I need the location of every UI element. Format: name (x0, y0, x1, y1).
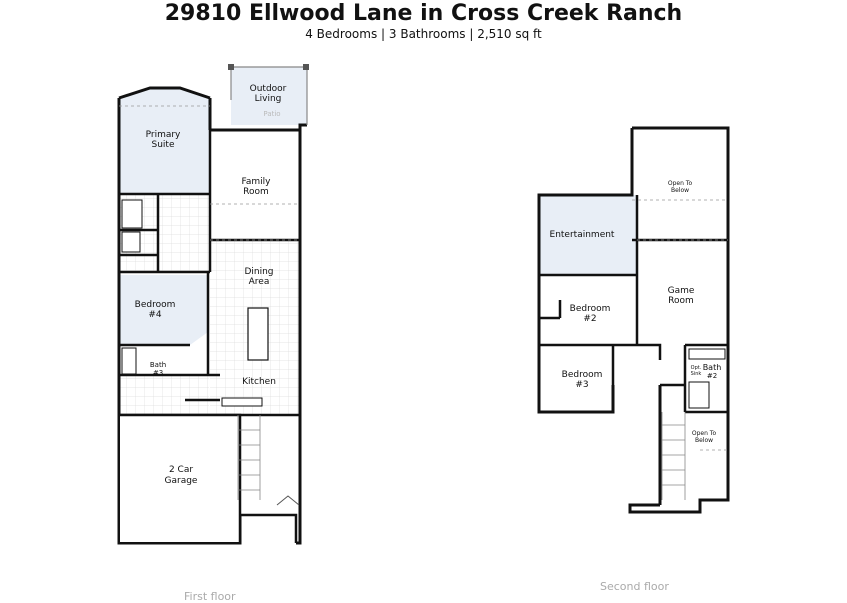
primary-suite-area (119, 88, 210, 194)
second-floor-outer-wall (537, 126, 730, 514)
garage-label-2: Garage (165, 476, 198, 486)
first-floor-plan (117, 64, 309, 545)
kitchen-label: Kitchen (242, 377, 276, 387)
outdoor-living-label-2: Living (255, 94, 282, 104)
porch-roof (276, 495, 300, 506)
bedroom4-label-2: #4 (148, 310, 162, 320)
dining-area-label-1: Dining (244, 267, 273, 277)
open-below-top-label-1: Open To (668, 180, 693, 187)
bedroom4-label-1: Bedroom (135, 300, 176, 310)
first-floor-stairs (237, 415, 261, 500)
second-floor-caption: Second floor (600, 580, 669, 593)
outdoor-post-2 (303, 64, 309, 70)
outdoor-post-1 (228, 64, 234, 70)
second-floor-ceiling-lines (632, 199, 728, 451)
bath3-label-1: Bath (150, 361, 166, 369)
page-title: 29810 Ellwood Lane in Cross Creek Ranch (164, 1, 683, 26)
second-floor-plan (537, 126, 730, 514)
bedroom3-label-2: #3 (575, 380, 588, 390)
bath2-label-1: Bath (703, 363, 722, 372)
bedroom3-label-1: Bedroom (562, 370, 603, 380)
patio-label: Patio (263, 110, 280, 118)
opt-sink-label-2: Sink (691, 371, 702, 377)
family-room-label-2: Room (243, 187, 269, 197)
bedroom2-label-1: Bedroom (570, 304, 611, 314)
kitchen-island (247, 307, 269, 361)
hall-tile (119, 375, 209, 415)
open-below-bottom-label-1: Open To (692, 430, 717, 437)
primary-tub (121, 199, 143, 229)
garage-area (120, 416, 240, 542)
page-subtitle: 4 Bedrooms | 3 Bathrooms | 2,510 sq ft (305, 27, 542, 41)
outdoor-living-area (231, 67, 307, 125)
bath2-vanity (688, 348, 726, 360)
entertainment-area (539, 195, 637, 275)
dining-area-label-2: Area (249, 277, 270, 287)
second-floor-stairs (661, 412, 686, 500)
bath2-tub (688, 381, 710, 409)
bath3-tub (121, 347, 137, 375)
entertainment-label: Entertainment (550, 230, 615, 240)
garage-walls (119, 413, 298, 543)
game-room-label-2: Room (668, 296, 694, 306)
kitchen-counter (221, 397, 263, 407)
game-room-label-1: Game (668, 286, 695, 296)
bath3-label-2: #3 (153, 369, 163, 377)
first-floor-caption: First floor (184, 590, 236, 603)
family-room-label-1: Family (242, 177, 272, 187)
primary-shower (121, 231, 141, 253)
bath2-label-2: #2 (707, 372, 717, 380)
open-below-bottom-label-2: Below (695, 437, 713, 444)
primary-suite-label-1: Primary (146, 130, 181, 140)
first-floor-ceiling-lines (119, 105, 300, 241)
open-below-top-label-2: Below (671, 187, 689, 194)
garage-label-1: 2 Car (169, 465, 193, 475)
outdoor-living-label-1: Outdoor (250, 84, 287, 94)
bedroom2-label-2: #2 (583, 314, 596, 324)
primary-suite-label-2: Suite (152, 140, 175, 150)
opt-sink-label-1: Opt. (691, 365, 702, 371)
bedroom4-area (119, 275, 208, 345)
